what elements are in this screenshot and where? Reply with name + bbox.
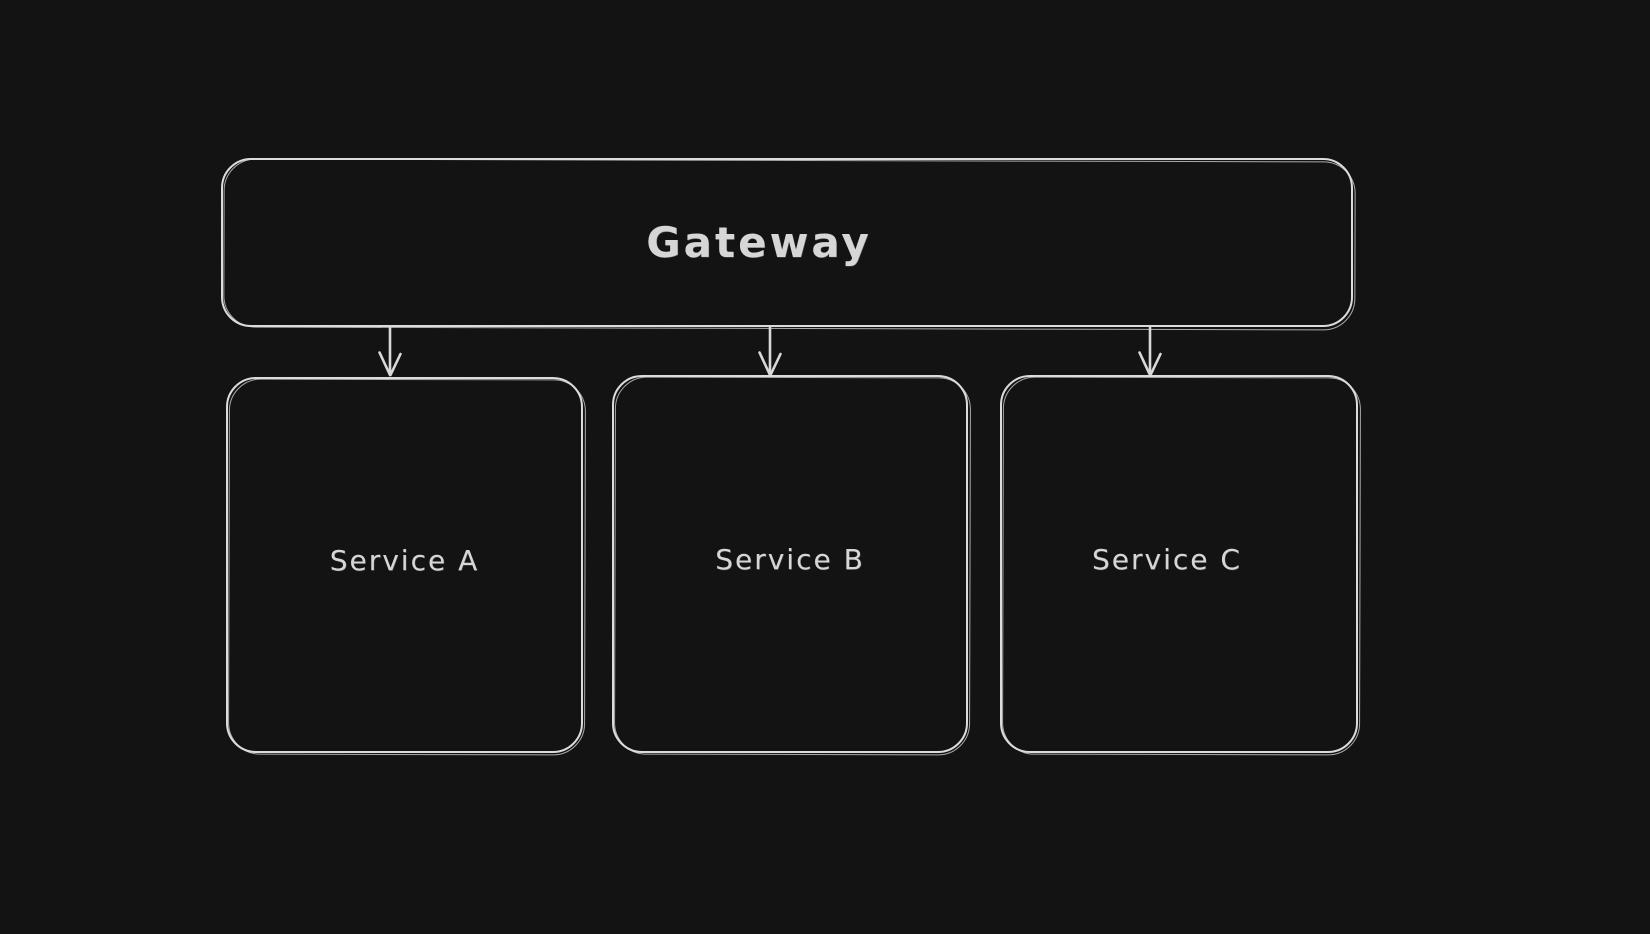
node-gateway-label: Gateway — [646, 218, 872, 267]
node-service-c-label: Service C — [1092, 542, 1242, 576]
node-service-b-label: Service B — [715, 542, 865, 576]
node-service-b: Service B — [612, 375, 968, 753]
arrow-gateway-to-service-c — [1138, 325, 1162, 377]
node-gateway: Gateway — [221, 158, 1353, 327]
arrow-gateway-to-service-a — [378, 325, 402, 377]
arrow-gateway-to-service-b — [758, 325, 782, 377]
node-service-a: Service A — [226, 377, 583, 753]
node-service-c: Service C — [1000, 375, 1358, 753]
node-service-a-label: Service A — [329, 543, 480, 577]
